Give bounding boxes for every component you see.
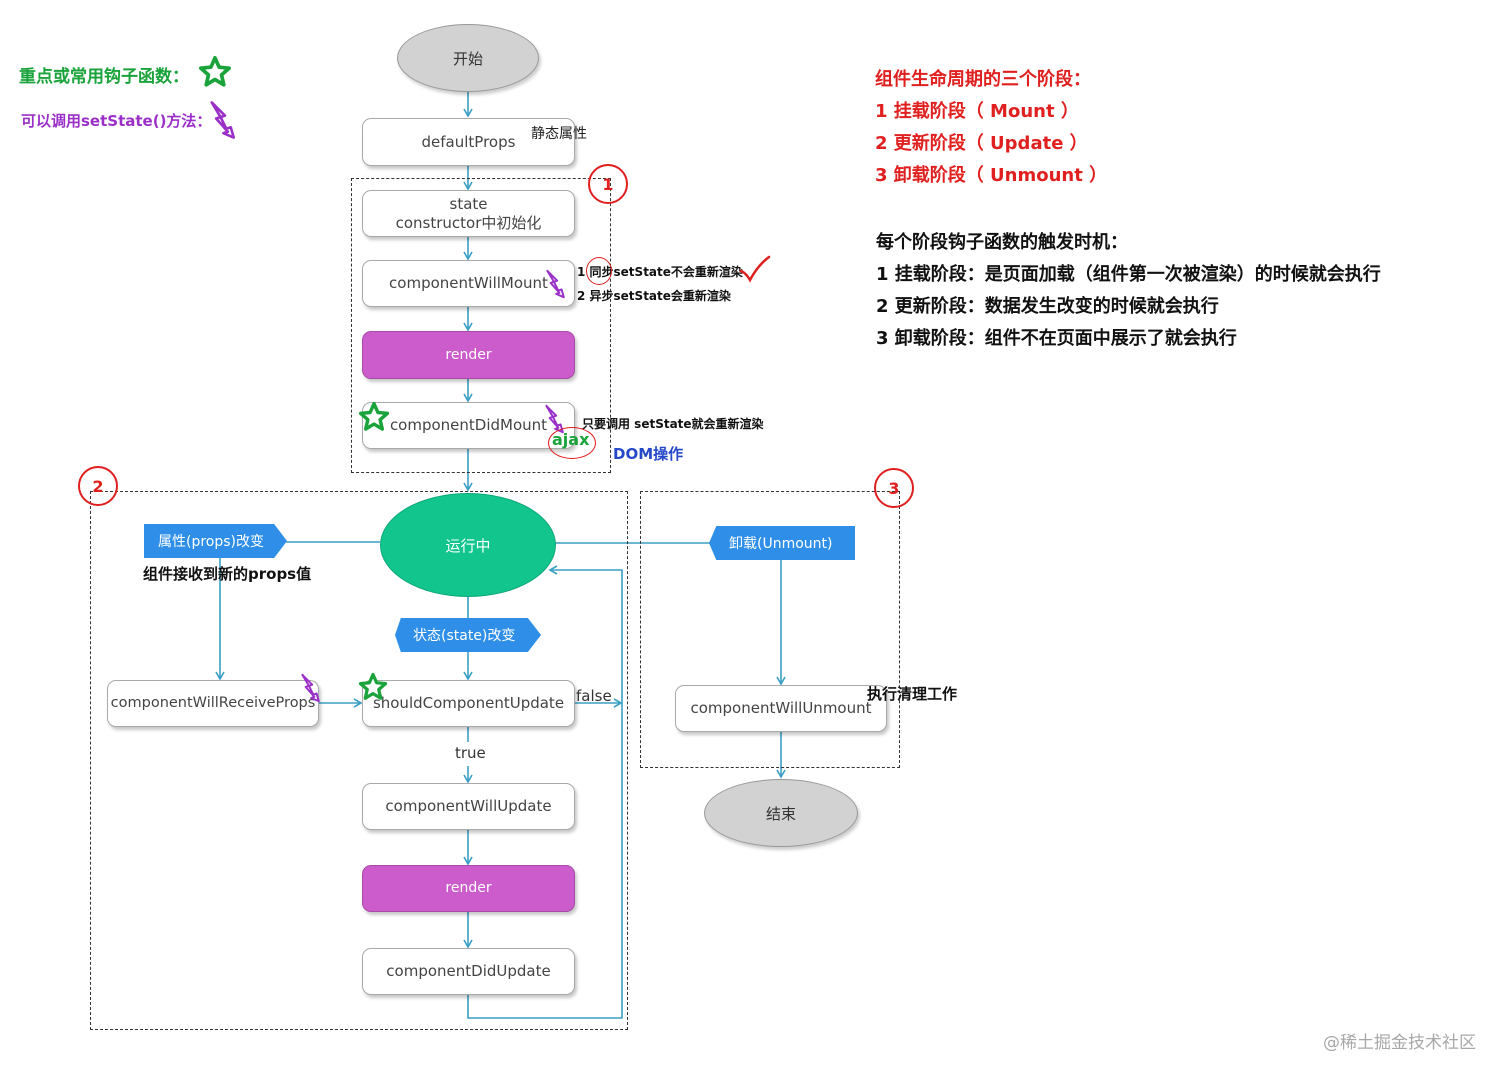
sync-highlight-circle <box>586 257 612 285</box>
checkmark-icon <box>739 255 771 283</box>
componentwillupdate-node: componentWillUpdate <box>362 783 575 830</box>
start-node: 开始 <box>397 24 539 92</box>
trigger-update: 2 更新阶段：数据发生改变的时候就会执行 <box>876 296 1219 317</box>
mount-phase-region <box>351 178 611 473</box>
willmount-note-sync: 1 同步setState不会重新渲染 <box>577 265 743 279</box>
lightning-icon <box>546 269 565 299</box>
lightning-icon <box>210 101 236 139</box>
componentwillreceiveprops-node: componentWillReceiveProps <box>107 680 319 727</box>
true-label: true <box>455 744 486 762</box>
legend-key-hooks: 重点或常用钩子函数： <box>19 67 189 87</box>
end-node: 结束 <box>704 779 858 847</box>
star-icon <box>198 55 232 87</box>
phase-unmount: 3 卸载阶段（ Unmount ） <box>875 165 1108 186</box>
phase-marker-unmount: 3 <box>874 468 914 508</box>
phase-marker-update: 2 <box>78 466 118 506</box>
legend-can-setstate: 可以调用setState()方法： <box>21 112 212 130</box>
running-node: 运行中 <box>380 493 556 597</box>
constructor-label: constructor中初始化 <box>395 213 542 232</box>
cleanup-note: 执行清理工作 <box>867 685 958 703</box>
update-phase-region <box>90 491 628 1030</box>
state-label: state <box>449 194 488 213</box>
shouldcomponentupdate-node: shouldComponentUpdate <box>362 680 575 727</box>
willmount-note-async: 2 异步setState会重新渲染 <box>577 289 731 303</box>
star-icon <box>358 672 388 700</box>
componentdidupdate-node: componentDidUpdate <box>362 948 575 995</box>
false-label: false <box>576 687 612 705</box>
ajax-circle <box>548 427 596 459</box>
render-node-mount: render <box>362 331 575 379</box>
watermark: @稀土掘金技术社区 <box>1323 1033 1476 1053</box>
props-change-tag: 属性(props)改变 <box>144 524 287 558</box>
trigger-unmount: 3 卸载阶段：组件不在页面中展示了就会执行 <box>876 328 1237 349</box>
phase-update: 2 更新阶段（ Update ） <box>875 133 1088 154</box>
defaultprops-note: 静态属性 <box>531 126 587 142</box>
didmount-note: 只要调用 setState就会重新渲染 <box>582 417 764 431</box>
componentdidmount-node: componentDidMount <box>362 402 575 449</box>
ajax-label: ajax <box>552 430 590 449</box>
componentwillunmount-node: componentWillUnmount <box>675 685 887 732</box>
phase-marker-mount: 1 <box>588 164 628 204</box>
unmount-phase-region <box>640 491 900 768</box>
componentwillmount-node: componentWillMount <box>362 260 575 307</box>
triggers-title: 每个阶段钩子函数的触发时机： <box>876 232 1128 253</box>
phases-title: 组件生命周期的三个阶段： <box>875 69 1091 90</box>
defaultprops-node: defaultProps <box>362 118 575 166</box>
dom-label: DOM操作 <box>613 445 684 463</box>
star-icon <box>358 401 390 431</box>
unmount-tag: 卸载(Unmount) <box>709 526 855 560</box>
props-change-note: 组件接收到新的props值 <box>143 565 312 583</box>
arrow-didupdate-loop <box>467 565 623 1019</box>
phase-mount: 1 挂载阶段（ Mount ） <box>875 101 1079 122</box>
lightning-icon <box>301 673 320 703</box>
render-node-update: render <box>362 865 575 912</box>
state-node: state constructor中初始化 <box>362 190 575 237</box>
state-change-tag: 状态(state)改变 <box>395 618 541 652</box>
trigger-mount: 1 挂载阶段：是页面加载（组件第一次被渲染）的时候就会执行 <box>876 264 1381 285</box>
